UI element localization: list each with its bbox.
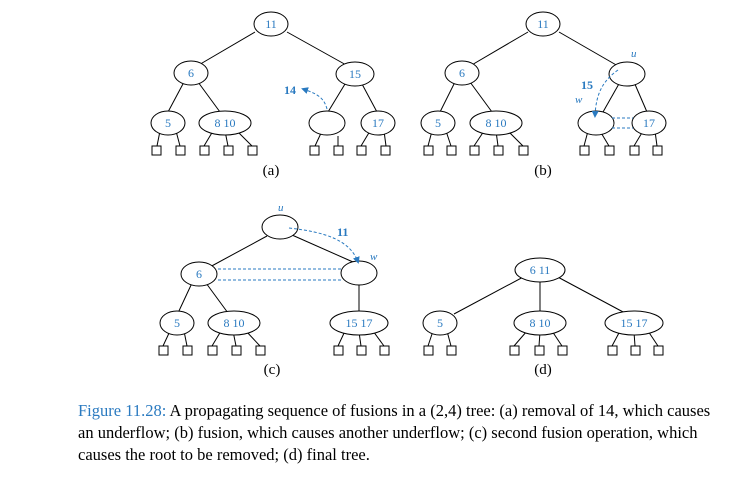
node-root-key: 11: [537, 17, 549, 31]
external-leaf: [207, 345, 218, 356]
figure-caption: Figure 11.28: A propagating sequence of …: [78, 400, 718, 466]
external-leaf: [333, 345, 344, 356]
leaf-node-17-key: 17: [643, 116, 655, 130]
leaf-node-15-17: [604, 310, 664, 336]
external-leaf: [557, 345, 568, 356]
panel-label: (c): [264, 362, 281, 378]
leaf-node-8-10-key: 8 10: [530, 316, 551, 330]
leaf-node-5-key: 5: [174, 316, 180, 330]
external-leaf: [446, 345, 457, 356]
node-u-root: [261, 214, 299, 240]
node-root-key: 6 11: [530, 263, 551, 277]
external-leaf: [607, 345, 618, 356]
external-leaf: [175, 145, 186, 156]
panel-label: (d): [534, 362, 552, 378]
node-w: [577, 110, 615, 136]
leaf-node-8-10: [469, 110, 523, 136]
panel-label: (b): [534, 163, 552, 179]
empty-node: [308, 110, 346, 136]
leaf-node-8-10: [207, 310, 261, 336]
panel-label: (a): [263, 163, 280, 179]
leaf-node-5-key: 5: [435, 116, 441, 130]
external-leaf: [423, 345, 434, 356]
external-leaf: [493, 145, 504, 156]
transfer-arrow: [288, 227, 360, 264]
external-leaf: [356, 145, 367, 156]
transferred-key: 11: [337, 225, 348, 239]
panel-d: 6 11 5 8 10 15 17 (d): [422, 257, 664, 378]
leaf-node-15-17-key: 15 17: [621, 316, 648, 330]
label-w: w: [370, 251, 378, 263]
leaf-node-17: [631, 110, 667, 136]
label-w: w: [575, 94, 583, 106]
panel-b: 11 6 5 8 10 17 15 u w (b): [420, 11, 667, 179]
leaf-node-5: [150, 110, 186, 136]
leaf-node-5: [420, 110, 456, 136]
external-leaf: [579, 145, 590, 156]
external-leaf: [182, 345, 193, 356]
leaf-node-8-10-key: 8 10: [486, 116, 507, 130]
external-leaf: [629, 145, 640, 156]
leaf-node-5-key: 5: [165, 116, 171, 130]
external-leaf: [231, 345, 242, 356]
external-leaf: [469, 145, 480, 156]
node-right: [335, 61, 375, 87]
transfer-arrow: [591, 69, 619, 118]
leaf-node-15-17: [329, 310, 389, 336]
removal-arrow: [301, 87, 328, 110]
external-leaf: [309, 145, 320, 156]
node-left-key: 6: [196, 267, 202, 281]
node-root: [253, 11, 289, 37]
leaf-node-8-10: [513, 310, 567, 336]
leaf-node-17-key: 17: [372, 116, 384, 130]
external-leaf: [356, 345, 367, 356]
node-root: [525, 11, 561, 37]
transferred-key: 15: [581, 78, 593, 92]
leaf-node-8-10: [198, 110, 252, 136]
leaf-node-5-key: 5: [437, 316, 443, 330]
external-leaf: [247, 145, 258, 156]
external-leaf: [652, 145, 663, 156]
tree-diagram: 11 6 15 5 8 10 17 14 (a): [150, 11, 667, 378]
external-leaf: [151, 145, 162, 156]
node-root-key: 11: [265, 17, 277, 31]
node-left-key: 6: [188, 66, 194, 80]
external-leaf: [255, 345, 266, 356]
label-u: u: [278, 202, 284, 214]
caption-text: A propagating sequence of fusions in a (…: [78, 401, 711, 464]
leaf-node-15-17-key: 15 17: [346, 316, 373, 330]
leaf-node-5: [422, 310, 458, 336]
external-leaf: [630, 345, 641, 356]
external-leaf: [509, 345, 520, 356]
node-w: [340, 260, 378, 286]
external-leaf: [380, 145, 391, 156]
external-leaf: [333, 145, 344, 156]
external-leaf: [199, 145, 210, 156]
external-leaf: [223, 145, 234, 156]
node-left: [444, 60, 480, 86]
node-left-key: 6: [459, 66, 465, 80]
leaf-node-8-10-key: 8 10: [224, 316, 245, 330]
figure-number: Figure 11.28:: [78, 401, 167, 420]
external-leaf: [423, 145, 434, 156]
external-leaf: [518, 145, 529, 156]
node-left: [173, 60, 209, 86]
external-leaf: [653, 345, 664, 356]
label-u: u: [631, 48, 637, 60]
node-right-key: 15: [349, 67, 361, 81]
leaf-node-8-10-key: 8 10: [215, 116, 236, 130]
external-leaf: [158, 345, 169, 356]
panel-c: 6 5 8 10 15 17 11 u w (c): [158, 202, 390, 378]
node-u-empty: [608, 61, 646, 87]
external-leaf: [379, 345, 390, 356]
external-leaf: [446, 145, 457, 156]
node-left: [180, 261, 218, 287]
external-leaf: [534, 345, 545, 356]
node-root: [514, 257, 566, 283]
removed-key: 14: [284, 83, 296, 97]
panel-a: 11 6 15 5 8 10 17 14 (a): [150, 11, 396, 179]
leaf-node-5: [159, 310, 195, 336]
external-leaf: [604, 145, 615, 156]
leaf-node-17: [360, 110, 396, 136]
